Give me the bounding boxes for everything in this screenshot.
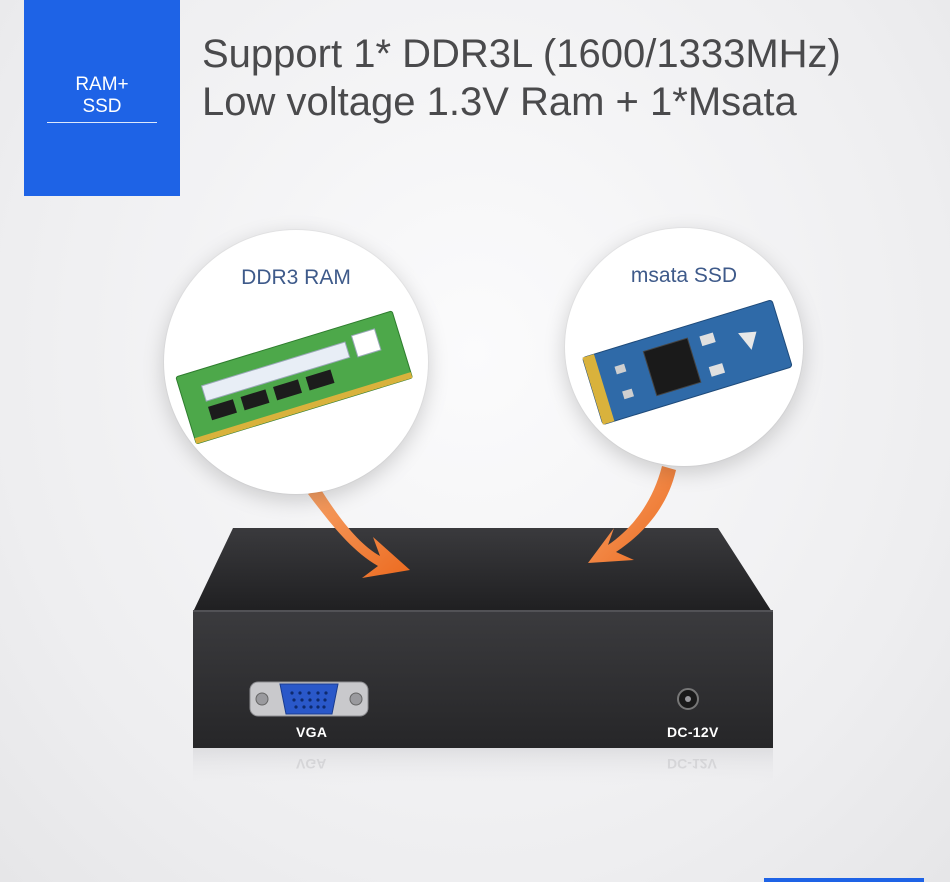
ram-label: DDR3 RAM xyxy=(241,266,351,289)
ssd-label: msata SSD xyxy=(630,264,738,287)
headline: Support 1* DDR3L (1600/1333MHz) Low volt… xyxy=(202,30,942,126)
msata-ssd-icon xyxy=(582,300,793,425)
dc-jack xyxy=(677,688,699,710)
dc-label: DC-12V xyxy=(667,724,719,740)
device-reflection xyxy=(193,748,773,788)
ssd-circle: msata SSD xyxy=(565,228,803,466)
bottom-accent-bar xyxy=(764,878,924,882)
badge-line-2: SSD xyxy=(82,95,122,117)
device-front xyxy=(193,610,773,748)
headline-line-1: Support 1* DDR3L (1600/1333MHz) xyxy=(202,32,841,76)
device-top xyxy=(193,528,772,612)
ram-circle: DDR3 RAM xyxy=(164,230,428,494)
vga-label-reflection: VGA xyxy=(296,756,327,772)
badge-underline xyxy=(47,121,157,123)
vga-label: VGA xyxy=(296,724,328,740)
ram-ssd-badge: RAM+ SSD xyxy=(24,0,180,196)
arrow-ram xyxy=(308,488,410,578)
ram-module-icon xyxy=(175,310,413,444)
vga-port xyxy=(249,681,369,717)
headline-line-2: Low voltage 1.3V Ram + 1*Msata xyxy=(202,80,797,124)
dc-label-reflection: DC-12V xyxy=(667,756,717,772)
badge-line-1: RAM+ xyxy=(75,73,129,95)
arrow-ssd xyxy=(588,466,676,563)
